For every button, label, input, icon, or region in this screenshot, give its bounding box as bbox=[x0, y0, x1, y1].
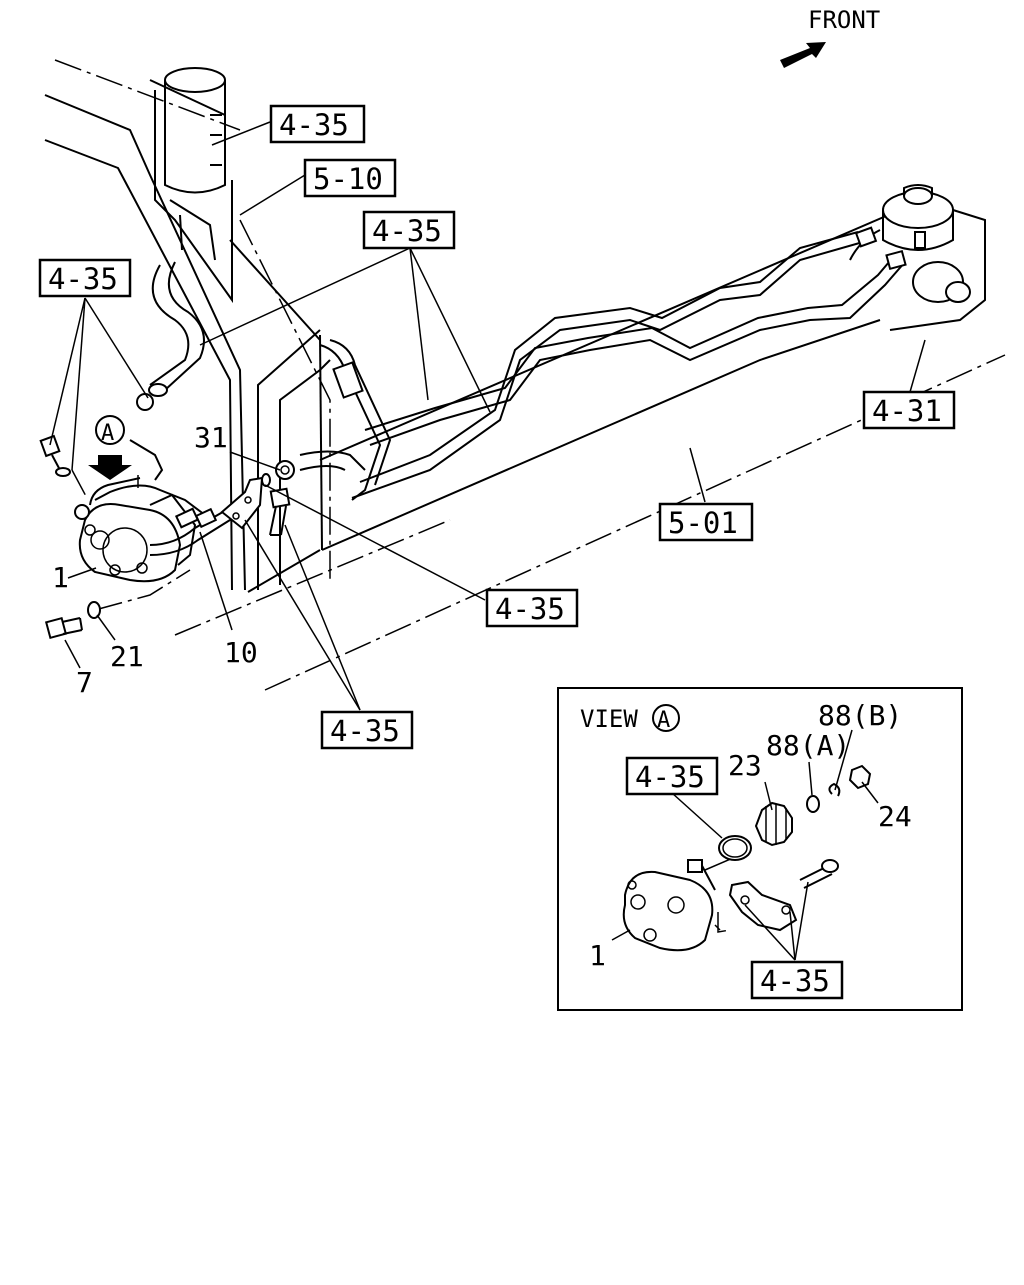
bolt-and-washer bbox=[44, 601, 101, 640]
pump-assembly bbox=[71, 439, 239, 611]
frame-rails bbox=[44, 59, 1006, 691]
ref-box-1-label: 4-35 bbox=[279, 108, 349, 142]
part-number-1: 1 bbox=[52, 561, 69, 594]
ref-box-4: 4-35 bbox=[38, 258, 132, 298]
part-number-10: 10 bbox=[224, 636, 258, 669]
view-part-number-1: 1 bbox=[589, 939, 606, 972]
ref-box-6-label: 5-01 bbox=[668, 506, 738, 540]
view-part-number-23: 23 bbox=[728, 749, 762, 782]
ref-box-3-label: 4-35 bbox=[372, 214, 442, 248]
steering-gear-box bbox=[849, 184, 986, 331]
ref-box-5: 4-31 bbox=[862, 390, 956, 430]
ref-box-10-label: 4-35 bbox=[760, 964, 830, 998]
ref-box-7-label: 4-35 bbox=[495, 592, 565, 626]
view-marker: A bbox=[657, 708, 670, 733]
ref-box-9-label: 4-35 bbox=[635, 760, 705, 794]
ref-box-8-label: 4-35 bbox=[330, 714, 400, 748]
ref-box-2: 5-10 bbox=[303, 158, 397, 198]
view-a-callout: A bbox=[88, 415, 132, 480]
callout-marker: A bbox=[101, 421, 114, 446]
ref-box-4-label: 4-35 bbox=[48, 262, 118, 296]
fitting-bolts-left bbox=[39, 434, 71, 477]
ref-box-2-label: 5-10 bbox=[313, 162, 383, 196]
ref-box-1: 4-35 bbox=[269, 104, 366, 144]
ref-box-7: 4-35 bbox=[485, 588, 579, 628]
part-number-7: 7 bbox=[76, 666, 93, 699]
view-direction-arrow-icon bbox=[88, 455, 132, 480]
pressure-pipes bbox=[299, 231, 906, 501]
ref-box-3: 4-35 bbox=[362, 210, 456, 250]
view-part-number-88b: 88(B) bbox=[818, 699, 902, 732]
view-a-inset: VIEW A bbox=[557, 687, 963, 1011]
front-label: FRONT bbox=[808, 6, 880, 34]
view-part-number-88a: 88(A) bbox=[766, 729, 850, 762]
suction-hose bbox=[136, 261, 205, 411]
part-number-21: 21 bbox=[110, 640, 144, 673]
ref-box-6: 5-01 bbox=[658, 502, 754, 542]
mounting-bracket bbox=[220, 460, 295, 536]
view-part-number-24: 24 bbox=[878, 800, 912, 833]
part-number-31: 31 bbox=[194, 421, 228, 454]
reservoir-tank bbox=[154, 67, 233, 304]
leader-lines bbox=[49, 121, 926, 711]
front-arrow-icon bbox=[780, 42, 826, 68]
view-title: VIEW bbox=[580, 705, 638, 733]
ref-box-5-label: 4-31 bbox=[872, 394, 942, 428]
ref-box-8: 4-35 bbox=[320, 710, 414, 750]
